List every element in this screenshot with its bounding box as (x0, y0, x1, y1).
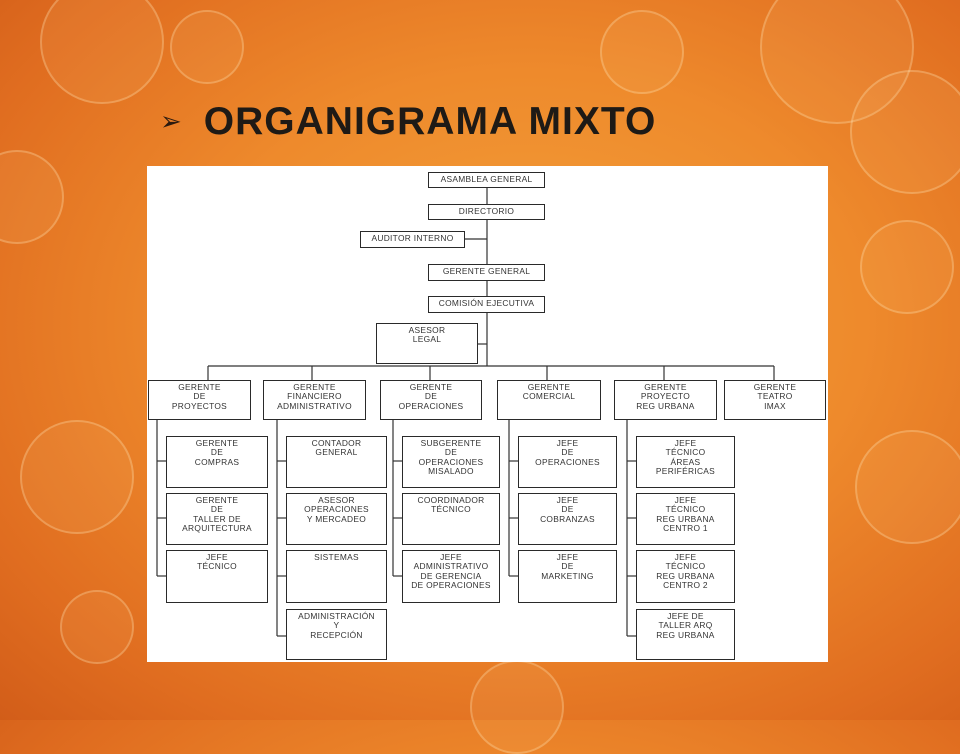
box-subordinate: JEFE DE TALLER ARQ REG URBANA (636, 609, 735, 660)
decorative-bubble (850, 70, 960, 194)
box-asesor-legal: ASESOR LEGAL (376, 323, 478, 364)
box-manager: GERENTE DE PROYECTOS (148, 380, 251, 420)
box-directorio: DIRECTORIO (428, 204, 545, 220)
box-manager: GERENTE FINANCIERO ADMINISTRATIVO (263, 380, 366, 420)
box-gerente-general: GERENTE GENERAL (428, 264, 545, 281)
org-chart-image: ASAMBLEA GENERAL DIRECTORIO AUDITOR INTE… (147, 166, 828, 662)
box-subordinate: ASESOR OPERACIONES Y MERCADEO (286, 493, 387, 545)
box-subordinate: COORDINADOR TÉCNICO (402, 493, 500, 545)
box-manager: GERENTE DE OPERACIONES (380, 380, 482, 420)
decorative-bubble (855, 430, 960, 544)
decorative-bubble (860, 220, 954, 314)
box-subordinate: JEFE TÉCNICO (166, 550, 268, 603)
box-subordinate: JEFE DE OPERACIONES (518, 436, 617, 488)
box-subordinate: SISTEMAS (286, 550, 387, 603)
box-subordinate: GERENTE DE COMPRAS (166, 436, 268, 488)
decorative-bubble (470, 660, 564, 754)
box-subordinate: JEFE ADMINISTRATIVO DE GERENCIA DE OPERA… (402, 550, 500, 603)
box-subordinate: CONTADOR GENERAL (286, 436, 387, 488)
slide-title: ORGANIGRAMA MIXTO (203, 100, 657, 143)
decorative-bubble (20, 420, 134, 534)
box-subordinate: ADMINISTRACIÓN Y RECEPCIÓN (286, 609, 387, 660)
decorative-bubble (600, 10, 684, 94)
slide-title-row: ➢ ORGANIGRAMA MIXTO (160, 92, 656, 152)
box-manager: GERENTE COMERCIAL (497, 380, 601, 420)
box-manager: GERENTE TEATRO IMAX (724, 380, 826, 420)
box-subordinate: SUBGERENTE DE OPERACIONES MISALADO (402, 436, 500, 488)
box-subordinate: JEFE TÉCNICO REG URBANA CENTRO 1 (636, 493, 735, 545)
box-subordinate: JEFE TÉCNICO ÁREAS PERIFÉRICAS (636, 436, 735, 488)
box-subordinate: GERENTE DE TALLER DE ARQUITECTURA (166, 493, 268, 545)
decorative-bubble (170, 10, 244, 84)
decorative-bubble (60, 590, 134, 664)
decorative-bubble (40, 0, 164, 104)
decorative-bubble (0, 150, 64, 244)
box-auditor-interno: AUDITOR INTERNO (360, 231, 465, 248)
box-subordinate: JEFE DE MARKETING (518, 550, 617, 603)
box-subordinate: JEFE DE COBRANZAS (518, 493, 617, 545)
box-comision-ejecutiva: COMISIÓN EJECUTIVA (428, 296, 545, 313)
box-subordinate: JEFE TÉCNICO REG URBANA CENTRO 2 (636, 550, 735, 603)
arrow-bullet-icon: ➢ (160, 107, 182, 137)
box-manager: GERENTE PROYECTO REG URBANA (614, 380, 717, 420)
box-asamblea-general: ASAMBLEA GENERAL (428, 172, 545, 188)
